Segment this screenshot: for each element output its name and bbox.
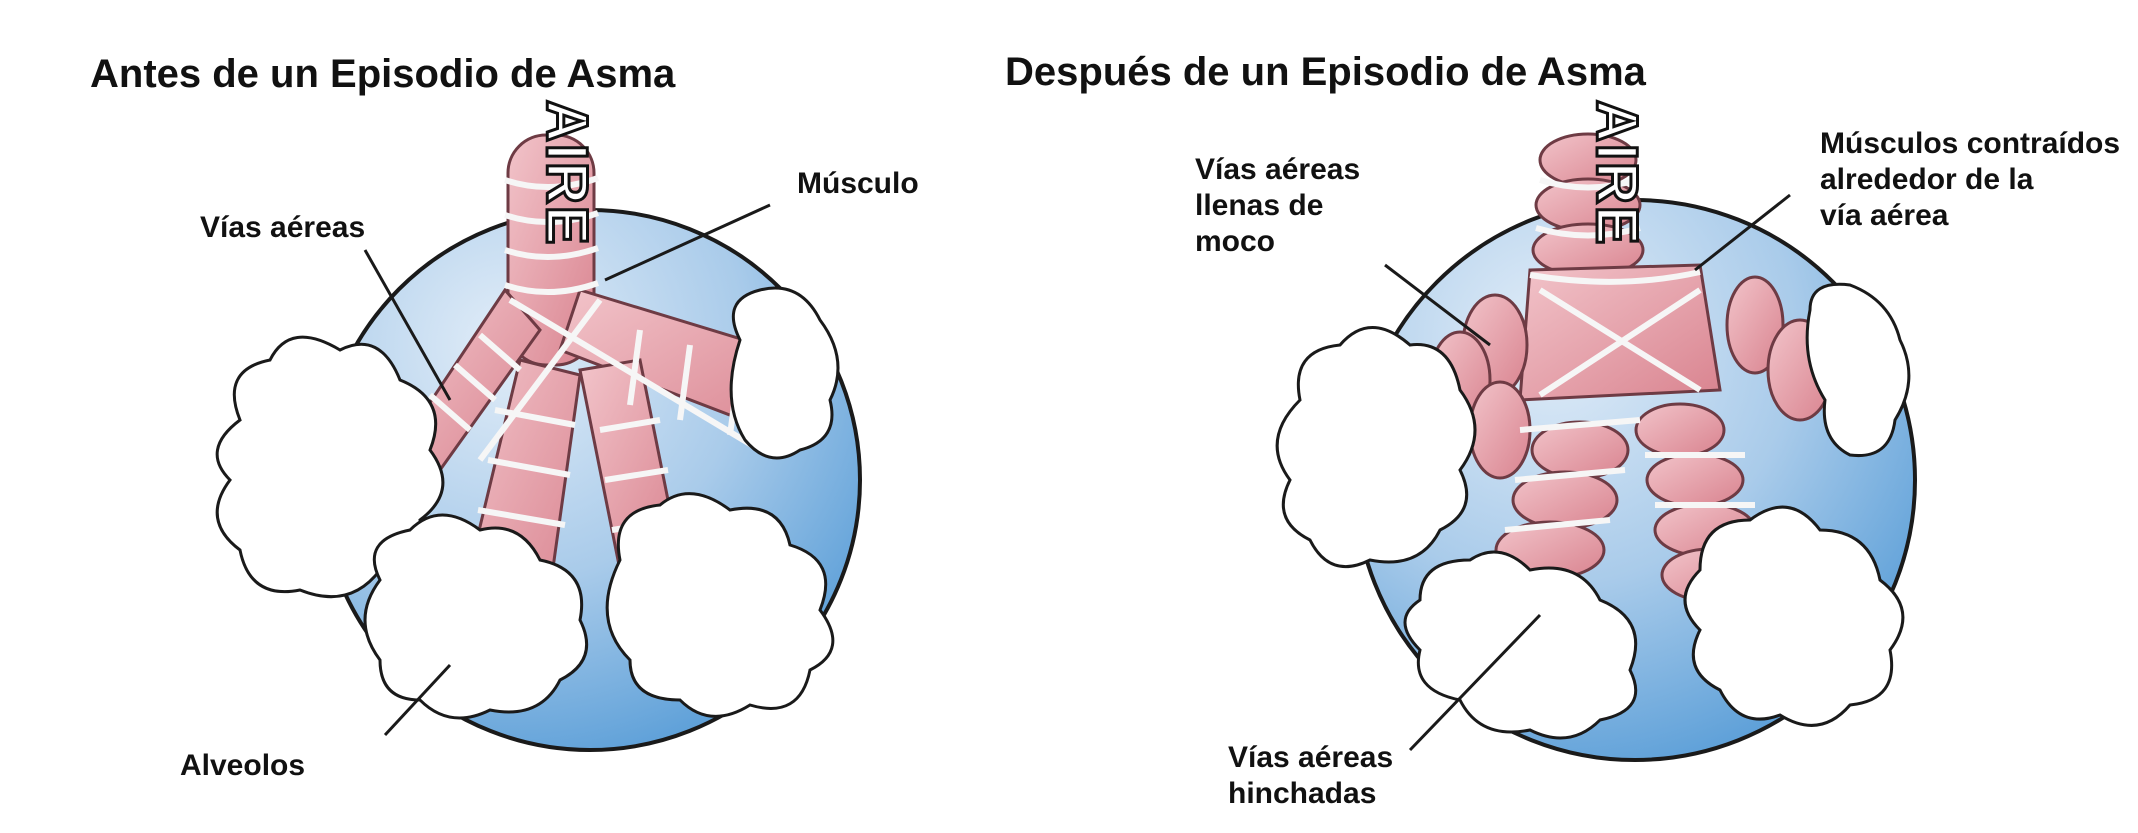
label-mucus-line-2: llenas de [1195,189,1324,222]
label-muscles-line-3: vía aérea [1820,199,1949,232]
label-airways: Vías aéreas [200,211,366,244]
after-illustration [1275,132,1917,762]
label-swollen-line-1: Vías aéreas [1228,741,1394,774]
label-swollen-line-2: hinchadas [1228,777,1377,810]
leader-lines-after [1384,193,1791,752]
label-swollen-airways: Vías aéreas hinchadas [1228,740,1393,812]
leader-airways [363,249,452,401]
label-mucus-filled-airways: Vías aéreas llenas de moco [1195,152,1360,260]
air-label-before: AIRE [533,99,601,249]
leader-muscle [604,203,771,282]
muscle-bands-after [1504,177,1755,533]
air-label-after: AIRE [1583,99,1651,249]
label-muscles-line-2: alrededor de la [1820,163,2034,196]
leader-muscles-contracted [1694,193,1791,272]
leader-swollen [1408,613,1542,752]
leader-lines-before [363,203,771,737]
leader-alveoli [383,663,452,737]
bronchus-junction-after [1518,263,1722,402]
label-contracted-muscles: Músculos contraídos alrededor de la vía … [1820,126,2120,234]
alveoli-clouds-after [1275,282,1911,740]
label-muscle: Músculo [797,167,919,200]
leader-mucus [1384,263,1491,347]
label-alveoli: Alveolos [180,749,306,782]
label-mucus-line-1: Vías aéreas [1195,153,1361,186]
before-illustration [215,133,862,752]
alveoli-clouds-before [215,286,840,720]
label-muscles-line-1: Músculos contraídos [1820,127,2121,160]
after-title: Después de un Episodio de Asma [1005,50,1646,94]
before-title: Antes de un Episodio de Asma [90,52,676,96]
label-mucus-line-3: moco [1195,225,1276,258]
